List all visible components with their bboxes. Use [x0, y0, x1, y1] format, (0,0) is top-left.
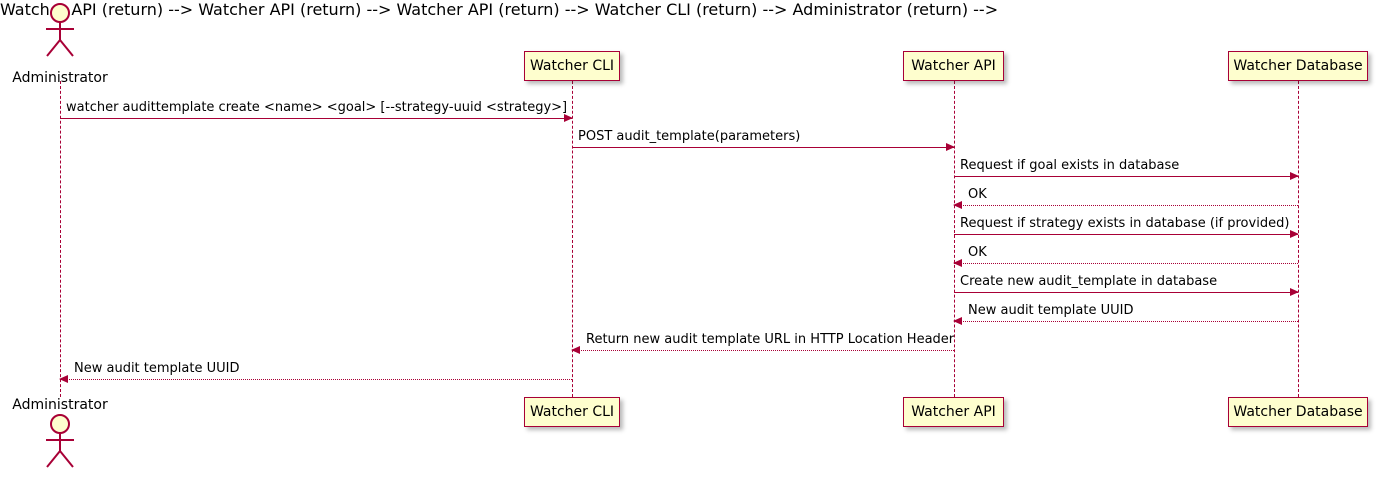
- message-6-label: OK: [968, 245, 987, 260]
- participant-watcher-db-bottom-label: Watcher Database: [1233, 404, 1363, 420]
- participant-watcher-api-top-label: Watcher API: [911, 58, 996, 74]
- participant-watcher-cli-bottom-label: Watcher CLI: [529, 404, 615, 420]
- arrowhead-left-icon: [571, 346, 580, 354]
- lifeline-watcher-api: [954, 81, 955, 397]
- message-1-line: [60, 118, 572, 119]
- actor-administrator-bottom-label: Administrator: [12, 397, 108, 413]
- lifeline-watcher-db: [1298, 81, 1299, 397]
- message-8-label: New audit template UUID: [968, 303, 1134, 318]
- message-7-label: Create new audit_template in database: [960, 274, 1218, 289]
- message-2-label: POST audit_template(parameters): [578, 129, 801, 144]
- arrowhead-right-icon: [1290, 172, 1299, 180]
- message-8-line: [954, 321, 1298, 322]
- arrowhead-right-icon: [1290, 230, 1299, 238]
- message-3-line: [954, 176, 1298, 177]
- lifeline-watcher-cli: [572, 81, 573, 397]
- participant-watcher-cli-bottom[interactable]: Watcher CLI: [524, 397, 620, 427]
- actor-administrator-bottom: [38, 413, 82, 469]
- participant-watcher-api-bottom[interactable]: Watcher API: [903, 397, 1004, 427]
- message-1-label: watcher audittemplate create <name> <goa…: [66, 100, 568, 115]
- message-5-label: Request if strategy exists in database (…: [960, 216, 1290, 231]
- arrowhead-right-icon: [564, 114, 573, 122]
- arrowhead-right-icon: [1290, 288, 1299, 296]
- message-3-label: Request if goal exists in database: [960, 158, 1180, 173]
- lifeline-administrator: [60, 81, 61, 397]
- message-4-line: [954, 205, 1298, 206]
- arrowhead-left-icon: [953, 317, 962, 325]
- message-2-line: [572, 147, 954, 148]
- actor-administrator-top-label: Administrator: [12, 70, 108, 86]
- message-9-label: Return new audit template URL in HTTP Lo…: [586, 332, 955, 347]
- message-10-label: New audit template UUID: [74, 361, 240, 376]
- arrowhead-left-icon: [953, 259, 962, 267]
- message-7-line: [954, 292, 1298, 293]
- actor-administrator-top: [38, 2, 82, 58]
- message-9-line: [572, 350, 954, 351]
- message-10-line: [60, 379, 572, 380]
- participant-watcher-db-top-label: Watcher Database: [1233, 58, 1363, 74]
- arrowhead-left-icon: [59, 375, 68, 383]
- participant-watcher-db-top[interactable]: Watcher Database: [1228, 51, 1368, 81]
- message-5-line: [954, 234, 1298, 235]
- arrowhead-right-icon: [946, 143, 955, 151]
- participant-watcher-api-bottom-label: Watcher API: [911, 404, 996, 420]
- arrowhead-left-icon: [953, 201, 962, 209]
- participant-watcher-cli-top[interactable]: Watcher CLI: [524, 51, 620, 81]
- message-4-label: OK: [968, 187, 987, 202]
- participant-watcher-db-bottom[interactable]: Watcher Database: [1228, 397, 1368, 427]
- participant-watcher-api-top[interactable]: Watcher API: [903, 51, 1004, 81]
- message-6-line: [954, 263, 1298, 264]
- participant-watcher-cli-top-label: Watcher CLI: [529, 58, 615, 74]
